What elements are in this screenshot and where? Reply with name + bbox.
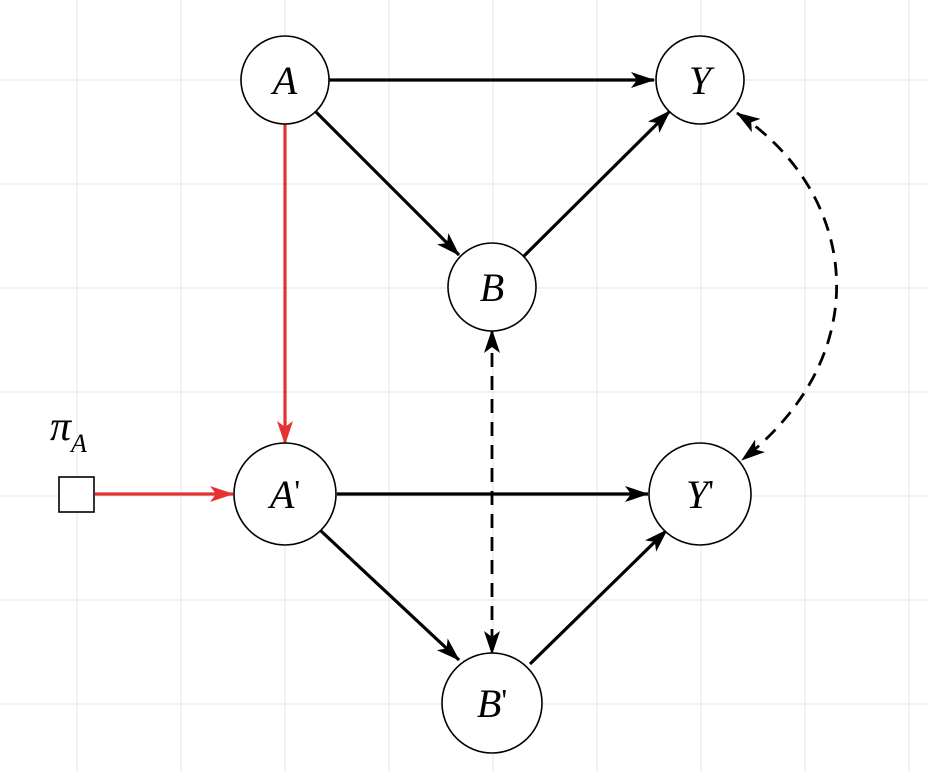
svg-text:B': B' — [477, 681, 507, 726]
node-a-prime: A' — [233, 442, 337, 546]
svg-text:A': A' — [267, 472, 300, 517]
node-y-prime-mark: ' — [708, 473, 714, 509]
edges — [95, 72, 838, 666]
policy-node: πA — [50, 404, 95, 513]
policy-box — [58, 476, 95, 513]
node-a-label: A — [270, 58, 298, 103]
edge-a-prime-to-b-prime — [319, 529, 461, 662]
node-y-prime-label: Y — [686, 472, 712, 517]
svg-text:B: B — [480, 265, 504, 310]
node-a: A — [240, 35, 330, 125]
policy-subscript: A — [69, 429, 87, 458]
node-b-prime-label: B — [477, 681, 501, 726]
edge-b-prime-to-y-prime — [528, 528, 669, 666]
node-y: Y — [655, 35, 745, 125]
node-b-prime-mark: ' — [501, 682, 507, 718]
svg-text:πA: πA — [50, 404, 87, 458]
node-y-label: Y — [689, 58, 715, 103]
node-a-prime-label: A — [267, 472, 295, 517]
svg-text:Y: Y — [689, 58, 715, 103]
edge-b-to-y — [522, 109, 672, 258]
svg-text:A: A — [270, 58, 298, 103]
svg-text:Y': Y' — [686, 472, 714, 517]
node-b: B — [447, 242, 537, 332]
edge-y-y-prime-bidirected — [736, 111, 838, 462]
node-a-prime-mark: ' — [294, 473, 300, 509]
edge-a-to-b — [314, 110, 461, 257]
node-y-prime: Y' — [648, 442, 752, 546]
node-b-label: B — [480, 265, 504, 310]
node-b-prime: B' — [441, 652, 543, 754]
policy-symbol: π — [50, 404, 72, 450]
